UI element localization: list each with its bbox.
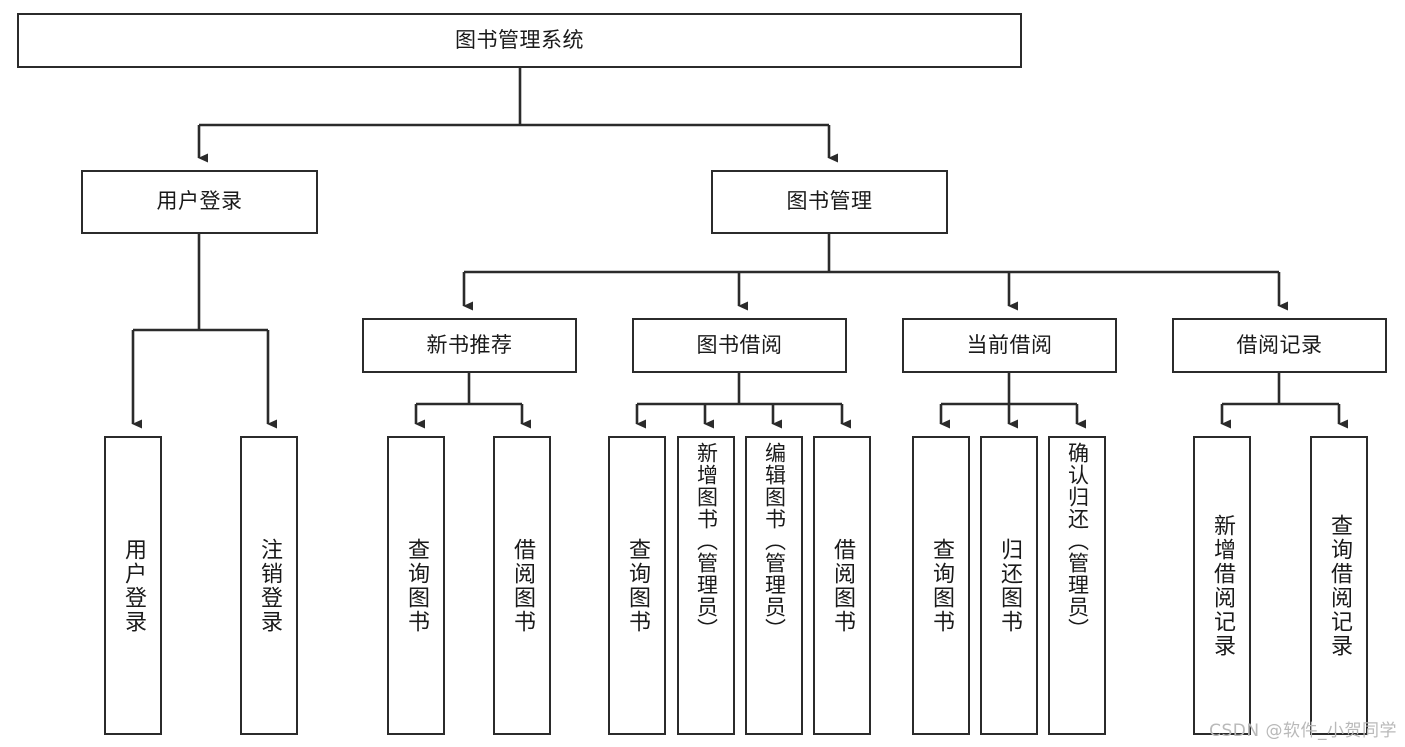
node-leaf-borrow-book-1[interactable]: 借阅图书	[493, 436, 551, 735]
node-leaf-query-book-2[interactable]: 查询图书	[608, 436, 666, 735]
node-leaf-confirm-return-label: 确认归还（管理员）	[1065, 442, 1090, 640]
node-leaf-confirm-return[interactable]: 确认归还（管理员）	[1048, 436, 1106, 735]
node-leaf-return-book[interactable]: 归还图书	[980, 436, 1038, 735]
node-borrow-record-label: 借阅记录	[1236, 332, 1323, 357]
node-book-manage[interactable]: 图书管理	[711, 170, 948, 234]
node-leaf-logout-login-label: 注销登录	[257, 537, 282, 634]
node-leaf-query-book-1-label: 查询图书	[404, 537, 429, 634]
node-new-book-recommend-label: 新书推荐	[426, 332, 513, 357]
node-root-system-label: 图书管理系统	[455, 27, 584, 52]
node-leaf-borrow-book-2-label: 借阅图书	[830, 537, 855, 634]
node-leaf-borrow-book-2[interactable]: 借阅图书	[813, 436, 871, 735]
node-leaf-add-book-label: 新增图书（管理员）	[694, 442, 719, 640]
node-leaf-add-record[interactable]: 新增借阅记录	[1193, 436, 1251, 735]
node-leaf-logout-login[interactable]: 注销登录	[240, 436, 298, 735]
node-leaf-query-book-3-label: 查询图书	[929, 537, 954, 634]
node-leaf-add-record-label: 新增借阅记录	[1210, 513, 1235, 658]
node-new-book-recommend[interactable]: 新书推荐	[362, 318, 577, 373]
csdn-watermark: CSDN @软件_小贺同学	[1209, 721, 1397, 741]
node-leaf-user-login[interactable]: 用户登录	[104, 436, 162, 735]
node-leaf-query-book-2-label: 查询图书	[625, 537, 650, 634]
node-leaf-query-record[interactable]: 查询借阅记录	[1310, 436, 1368, 735]
node-book-manage-label: 图书管理	[786, 189, 873, 214]
node-user-login[interactable]: 用户登录	[81, 170, 318, 234]
node-root-system[interactable]: 图书管理系统	[17, 13, 1022, 68]
node-leaf-borrow-book-1-label: 借阅图书	[510, 537, 535, 634]
node-leaf-query-book-3[interactable]: 查询图书	[912, 436, 970, 735]
node-user-login-label: 用户登录	[156, 189, 243, 214]
node-leaf-edit-book[interactable]: 编辑图书（管理员）	[745, 436, 803, 735]
node-leaf-add-book[interactable]: 新增图书（管理员）	[677, 436, 735, 735]
node-leaf-edit-book-label: 编辑图书（管理员）	[762, 442, 787, 640]
node-leaf-user-login-label: 用户登录	[121, 537, 146, 634]
node-current-borrow[interactable]: 当前借阅	[902, 318, 1117, 373]
node-current-borrow-label: 当前借阅	[966, 332, 1053, 357]
node-leaf-return-book-label: 归还图书	[997, 537, 1022, 634]
node-book-borrow-label: 图书借阅	[696, 332, 783, 357]
node-leaf-query-book-1[interactable]: 查询图书	[387, 436, 445, 735]
node-book-borrow[interactable]: 图书借阅	[632, 318, 847, 373]
node-borrow-record[interactable]: 借阅记录	[1172, 318, 1387, 373]
node-leaf-query-record-label: 查询借阅记录	[1327, 513, 1352, 658]
